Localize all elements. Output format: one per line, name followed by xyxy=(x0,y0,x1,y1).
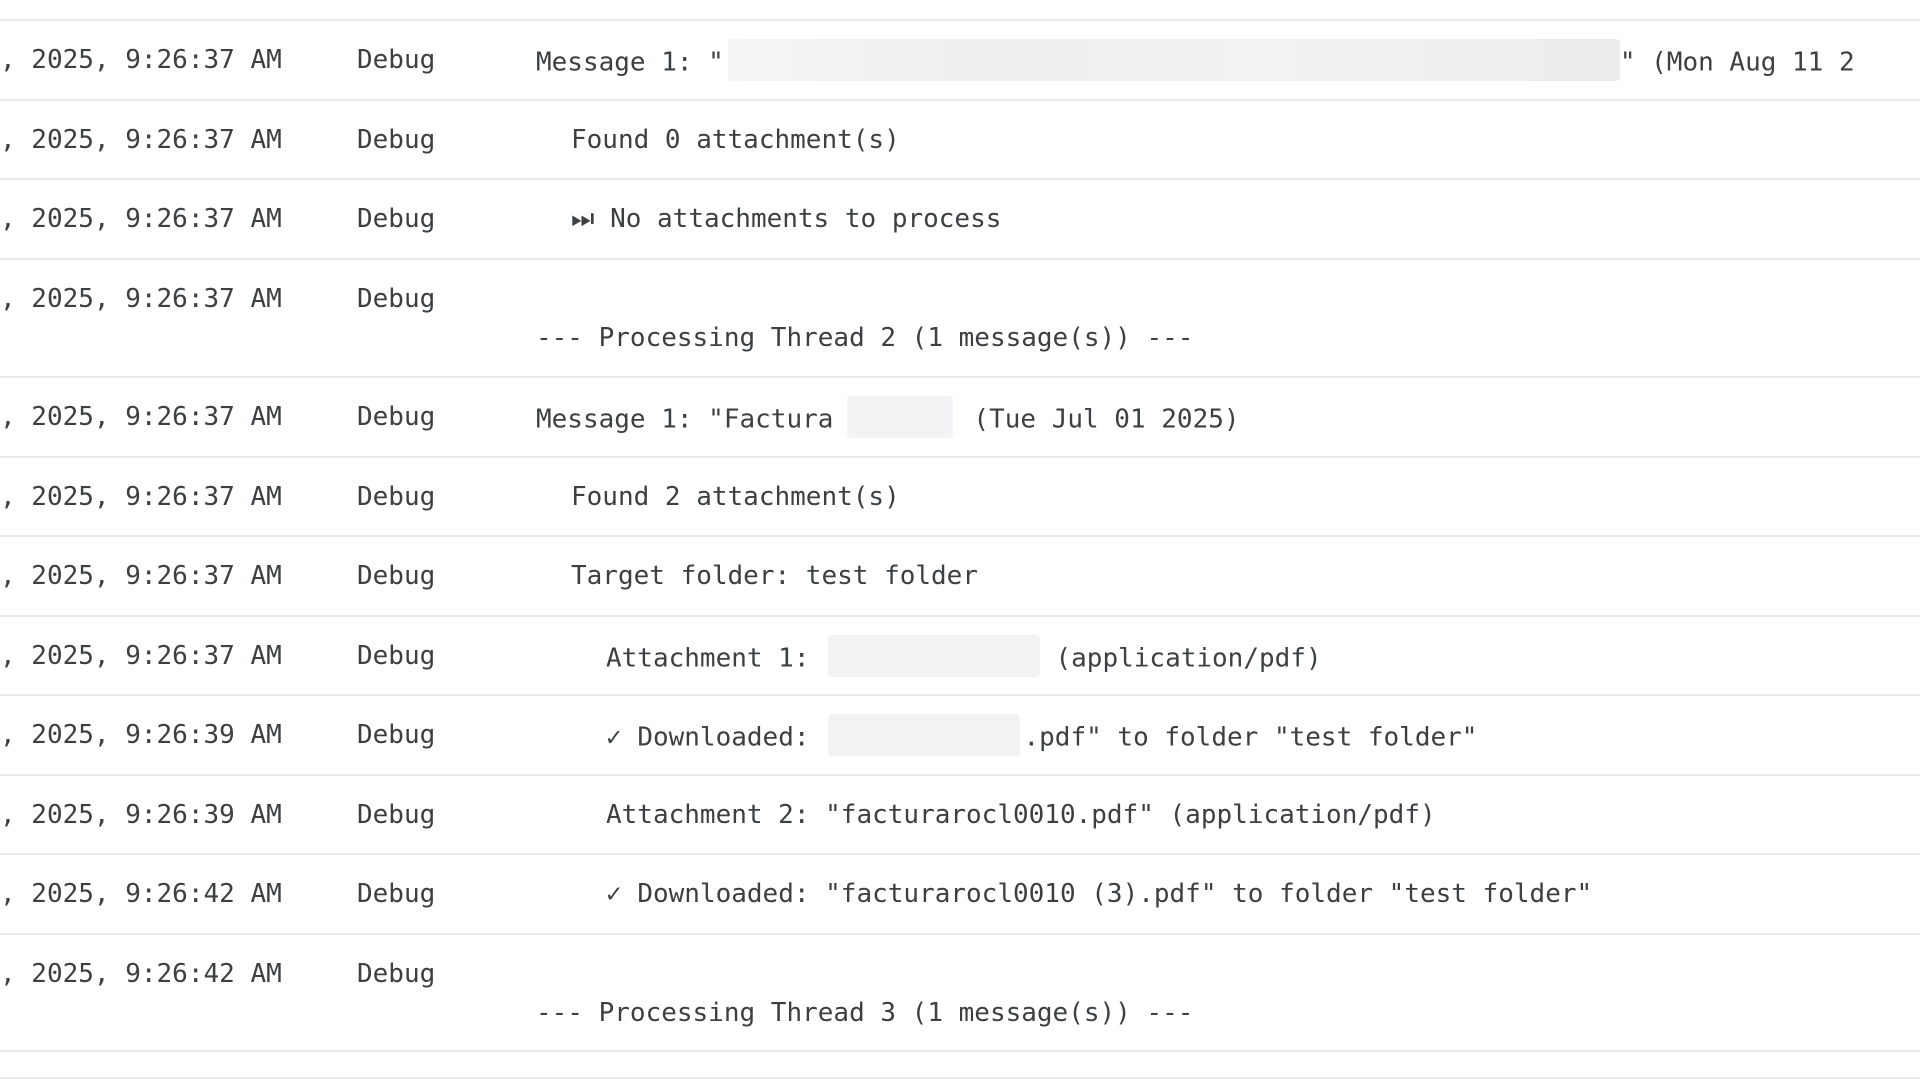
log-message: --- Processing Thread 2 (1 message(s)) -… xyxy=(536,323,1194,353)
log-message-prefix: Message 1: "Factura xyxy=(536,404,834,435)
log-row: , 2025, 9:26:39 AM Debug ✓ Downloaded: .p… xyxy=(0,696,1920,776)
log-message: ✓ Downloaded: .pdf" to folder "test folde… xyxy=(606,714,1478,756)
log-row: , 2025, 9:26:37 AM Debug Target folder: … xyxy=(0,537,1920,617)
log-level: Debug xyxy=(357,800,436,830)
log-timestamp: , 2025, 9:26:37 AM xyxy=(0,402,282,432)
log-level: Debug xyxy=(357,959,436,989)
log-timestamp: , 2025, 9:26:37 AM xyxy=(0,641,282,671)
log-row: , 2025, 9:26:37 AM Debug Message 1: "Fac… xyxy=(0,378,1920,458)
log-level: Debug xyxy=(357,125,436,155)
log-row: , 2025, 9:26:42 AM Debug --- Processing … xyxy=(0,935,1920,1052)
log-row: , 2025, 9:26:37 AM Debug Attachment 1: (a… xyxy=(0,617,1920,696)
log-message-suffix: " (Mon Aug 11 2 xyxy=(1619,47,1855,78)
divider xyxy=(0,1077,1920,1079)
checkmark-icon: ✓ xyxy=(606,879,622,909)
log-level: Debug xyxy=(357,879,436,909)
log-timestamp: , 2025, 9:26:37 AM xyxy=(0,561,282,591)
log-row: , 2025, 9:26:42 AM Debug ✓ Downloaded: "… xyxy=(0,855,1920,935)
log-message: Message 1: "Factura (Tue Jul 01 2025) xyxy=(536,396,1240,438)
log-level: Debug xyxy=(357,402,436,432)
log-level: Debug xyxy=(357,284,436,314)
log-message-text: Downloaded: "facturarocl0010 (3).pdf" to… xyxy=(637,879,1593,909)
log-message: Found 2 attachment(s) xyxy=(571,482,900,512)
divider xyxy=(0,19,1920,21)
log-row: , 2025, 9:26:39 AM Debug Attachment 2: "… xyxy=(0,776,1920,855)
log-level: Debug xyxy=(357,561,436,591)
log-message-text: No attachments to process xyxy=(610,204,1002,234)
log-message-prefix: Attachment 1: xyxy=(606,643,810,674)
skip-forward-icon: ⏭ xyxy=(571,204,595,234)
log-row: , 2025, 9:26:37 AM Debug ⏭ No attachment… xyxy=(0,180,1920,260)
redacted-text xyxy=(727,39,1620,81)
log-row: , 2025, 9:26:37 AM Debug --- Processing … xyxy=(0,260,1920,378)
log-message-suffix: (application/pdf) xyxy=(1055,643,1322,674)
redacted-text xyxy=(827,714,1020,756)
log-level: Debug xyxy=(357,641,436,671)
log-row: , 2025, 9:26:37 AM Debug Message 1: " " (… xyxy=(0,21,1920,101)
log-timestamp: , 2025, 9:26:37 AM xyxy=(0,204,282,234)
log-timestamp: , 2025, 9:26:42 AM xyxy=(0,879,282,909)
log-timestamp: , 2025, 9:26:39 AM xyxy=(0,720,282,750)
log-timestamp: , 2025, 9:26:42 AM xyxy=(0,959,282,989)
log-timestamp: , 2025, 9:26:37 AM xyxy=(0,45,282,75)
log-timestamp: , 2025, 9:26:37 AM xyxy=(0,482,282,512)
log-message: Target folder: test folder xyxy=(571,561,978,591)
log-row: , 2025, 9:26:37 AM Debug Found 2 attachm… xyxy=(0,458,1920,537)
redacted-text xyxy=(847,396,954,438)
log-message-prefix: Downloaded: xyxy=(637,722,810,753)
log-message: ⏭ No attachments to process xyxy=(571,204,1001,235)
log-message: --- Processing Thread 3 (1 message(s)) -… xyxy=(536,998,1194,1028)
log-message: Attachment 1: (application/pdf) xyxy=(606,635,1322,677)
log-level: Debug xyxy=(357,482,436,512)
log-message: Message 1: " " (Mon Aug 11 2 xyxy=(536,39,1855,81)
redacted-text xyxy=(827,635,1040,677)
log-timestamp: , 2025, 9:26:39 AM xyxy=(0,800,282,830)
log-message-suffix: .pdf" to folder "test folder" xyxy=(1023,722,1478,753)
log-row: , 2025, 9:26:37 AM Debug Found 0 attachm… xyxy=(0,101,1920,180)
log-message-suffix: (Tue Jul 01 2025) xyxy=(973,404,1240,435)
checkmark-icon: ✓ xyxy=(606,722,622,753)
log-message-prefix: Message 1: " xyxy=(536,47,724,78)
log-level: Debug xyxy=(357,204,436,234)
log-message: Found 0 attachment(s) xyxy=(571,125,900,155)
log-message: ✓ Downloaded: "facturarocl0010 (3).pdf" … xyxy=(606,879,1592,909)
log-timestamp: , 2025, 9:26:37 AM xyxy=(0,284,282,314)
log-message: Attachment 2: "facturarocl0010.pdf" (app… xyxy=(606,800,1436,830)
log-level: Debug xyxy=(357,45,436,75)
log-timestamp: , 2025, 9:26:37 AM xyxy=(0,125,282,155)
log-level: Debug xyxy=(357,720,436,750)
